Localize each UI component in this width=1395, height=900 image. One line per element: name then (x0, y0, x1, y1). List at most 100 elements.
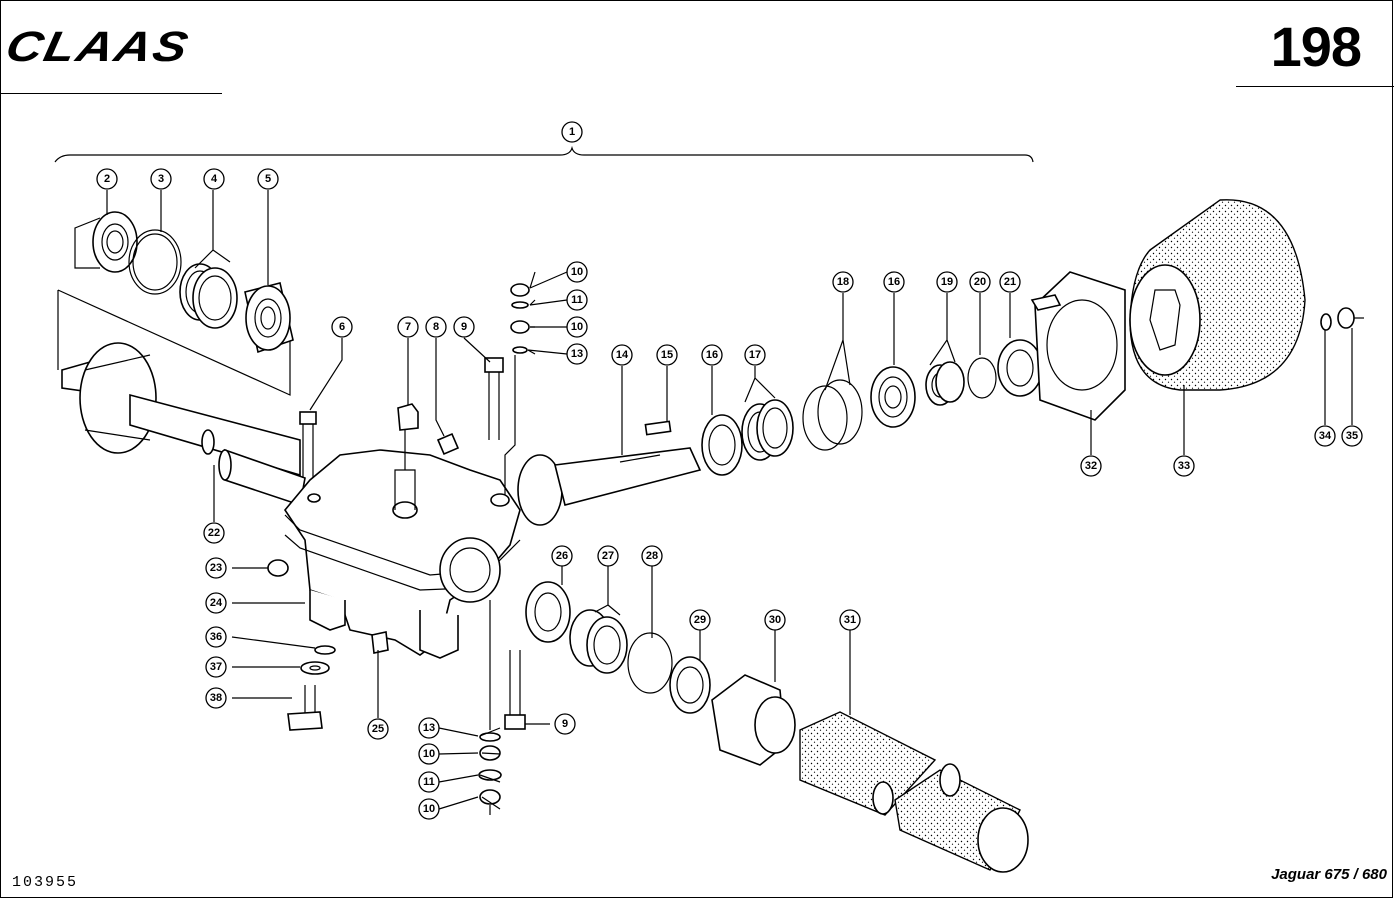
bevel-gear-shaft (61, 342, 306, 507)
circlip-18 (802, 379, 863, 451)
nut-23 (267, 559, 289, 577)
svg-text:20: 20 (974, 276, 986, 288)
callout-14: 14 (611, 344, 633, 366)
svg-text:3: 3 (158, 173, 164, 185)
svg-text:36: 36 (210, 631, 222, 643)
callout-16-a: 16 (701, 344, 723, 366)
svg-text:11: 11 (571, 294, 583, 306)
ring-set-19 (925, 361, 965, 406)
svg-text:27: 27 (602, 550, 614, 562)
ring-set-27 (569, 609, 628, 674)
callout-20: 20 (969, 271, 991, 293)
callout-33: 33 (1173, 455, 1195, 477)
svg-text:9: 9 (461, 321, 467, 333)
callout-21: 21 (999, 271, 1021, 293)
callout-16-b: 16 (883, 271, 905, 293)
model-name: Jaguar 675 / 680 (1271, 866, 1387, 883)
svg-text:11: 11 (423, 776, 435, 788)
coupling-30 (711, 674, 796, 766)
bolt-38 (287, 685, 323, 731)
page-number: 198 (1270, 15, 1362, 78)
callout-11-a: 11 (566, 289, 588, 311)
svg-text:28: 28 (646, 550, 658, 562)
svg-text:14: 14 (616, 349, 629, 361)
key-15 (644, 420, 672, 436)
callout-13-b: 13 (418, 717, 440, 739)
callout-22: 22 (203, 522, 225, 544)
logo-underline (0, 93, 222, 94)
callout-32: 32 (1080, 455, 1102, 477)
svg-text:16: 16 (888, 276, 900, 288)
callout-10-b: 10 (566, 316, 588, 338)
bolt-9-lower (504, 650, 526, 730)
svg-text:15: 15 (661, 349, 673, 361)
svg-text:13: 13 (571, 348, 583, 360)
callout-7: 7 (397, 316, 419, 338)
bearing-16a (701, 414, 743, 476)
callout-27: 27 (597, 545, 619, 567)
svg-text:9: 9 (562, 718, 568, 730)
bearing-16b (870, 366, 916, 428)
svg-text:5: 5 (265, 173, 271, 185)
washer-37 (300, 661, 330, 675)
leaders-lower (213, 465, 851, 718)
callout-4: 4 (203, 168, 225, 190)
hardware-leaders (438, 271, 568, 810)
tube-31 (799, 711, 1029, 873)
callout-19: 19 (936, 271, 958, 293)
callout-9-lower: 9 (554, 713, 576, 735)
seal-21 (997, 339, 1043, 397)
svg-text:1: 1 (569, 126, 575, 138)
svg-text:37: 37 (210, 661, 222, 673)
svg-text:6: 6 (339, 321, 345, 333)
callout-34: 34 (1314, 425, 1336, 447)
stud-upper (504, 283, 530, 495)
bearing-5 (244, 282, 294, 354)
bearing-26 (525, 581, 571, 643)
callout-9-upper: 9 (453, 316, 475, 338)
washer-36 (314, 645, 336, 655)
callout-10-c: 10 (418, 743, 440, 765)
svg-text:31: 31 (844, 614, 856, 626)
callout-37: 37 (205, 656, 227, 678)
svg-text:35: 35 (1346, 430, 1358, 442)
guard-cone-33 (1129, 199, 1306, 391)
callout-8: 8 (425, 316, 447, 338)
flange-plate-32 (1030, 271, 1126, 421)
document-number: 103955 (12, 874, 79, 891)
svg-text:21: 21 (1004, 276, 1016, 288)
leaders-top (309, 293, 1353, 455)
plug-8 (436, 432, 460, 456)
circlip-28 (627, 632, 673, 694)
ring-set-17 (741, 399, 794, 461)
callout-24: 24 (205, 592, 227, 614)
gearbox-housing (284, 449, 521, 659)
svg-text:10: 10 (571, 321, 583, 333)
callout-3: 3 (150, 168, 172, 190)
svg-text:24: 24 (210, 597, 223, 609)
pinion-shaft-14 (517, 447, 702, 526)
circlip-3 (128, 229, 182, 295)
svg-text:33: 33 (1178, 460, 1190, 472)
svg-text:38: 38 (210, 692, 222, 704)
svg-text:17: 17 (749, 349, 761, 361)
svg-text:7: 7 (405, 321, 411, 333)
callout-36: 36 (205, 626, 227, 648)
svg-text:2: 2 (104, 173, 110, 185)
bolt-6 (299, 411, 317, 478)
callout-38: 38 (205, 687, 227, 709)
svg-text:10: 10 (423, 748, 435, 760)
callout-18: 18 (832, 271, 854, 293)
callout-25: 25 (367, 718, 389, 740)
callout-29: 29 (689, 609, 711, 631)
svg-text:29: 29 (694, 614, 706, 626)
svg-text:22: 22 (208, 527, 220, 539)
nut-35 (1337, 307, 1364, 329)
callout-26: 26 (551, 545, 573, 567)
svg-text:8: 8 (433, 321, 439, 333)
callout-15: 15 (656, 344, 678, 366)
breather-7 (397, 403, 419, 470)
callout-13-a: 13 (566, 343, 588, 365)
svg-text:18: 18 (837, 276, 849, 288)
